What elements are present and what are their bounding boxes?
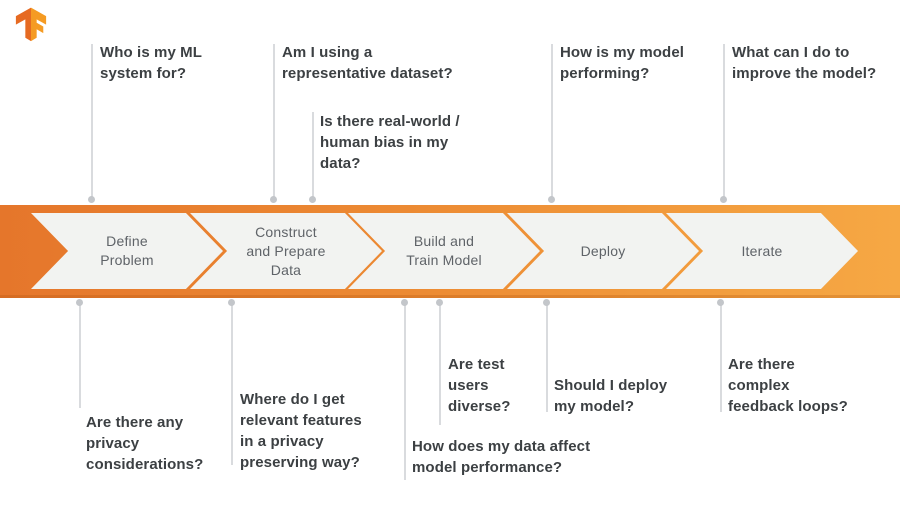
connector [717,299,724,412]
stage-label: Construct and Prepare Data [246,223,326,278]
question-improve-model: What can I do to improve the model? [732,44,877,82]
question-privacy-considerations: Are there any privacy considerations? [86,414,204,473]
connector-dot [720,196,727,203]
question-model-performing: How is my model performing? [560,44,685,82]
question-should-deploy: Should I deploy my model? [554,377,668,415]
connector [88,44,95,203]
connector [309,112,316,203]
question-feedback-loops: Are there complex feedback loops? [728,356,848,415]
connector [548,44,555,203]
tensorflow-logo-icon [15,7,47,42]
question-representative-dataset: Am I using a representative dataset? [282,44,453,82]
connector-dot [76,299,83,306]
connector [76,299,83,408]
connector-dot [401,299,408,306]
connector [270,44,277,203]
stage-label: Deploy [580,242,626,259]
connector-dot [548,196,555,203]
connector [720,44,727,203]
question-who-is-system-for: Who is my ML system for? [100,44,203,82]
stage-label: Build and Train Model [406,233,482,268]
stage-label: Iterate [741,242,783,259]
pipeline-banner: Define Problem Construct and Prepare Dat… [0,205,900,298]
connector [228,299,235,465]
connector-dot [270,196,277,203]
question-data-affect-performance: How does my data affect model performanc… [412,438,591,476]
connector [436,299,443,425]
connector [543,299,550,412]
stage-define-problem: Define Problem [31,213,223,289]
stage-label: Define Problem [100,233,154,268]
connector-dot [309,196,316,203]
question-real-world-bias: Is there real-world / human bias in my d… [320,113,460,172]
connector-dot [88,196,95,203]
connector-dot [543,299,550,306]
connector [401,299,408,480]
connector-dot [228,299,235,306]
question-test-users-diverse: Are test users diverse? [448,356,511,415]
question-relevant-features-privacy: Where do I get relevant features in a pr… [240,391,362,471]
connector-dot [436,299,443,306]
connector-dot [717,299,724,306]
